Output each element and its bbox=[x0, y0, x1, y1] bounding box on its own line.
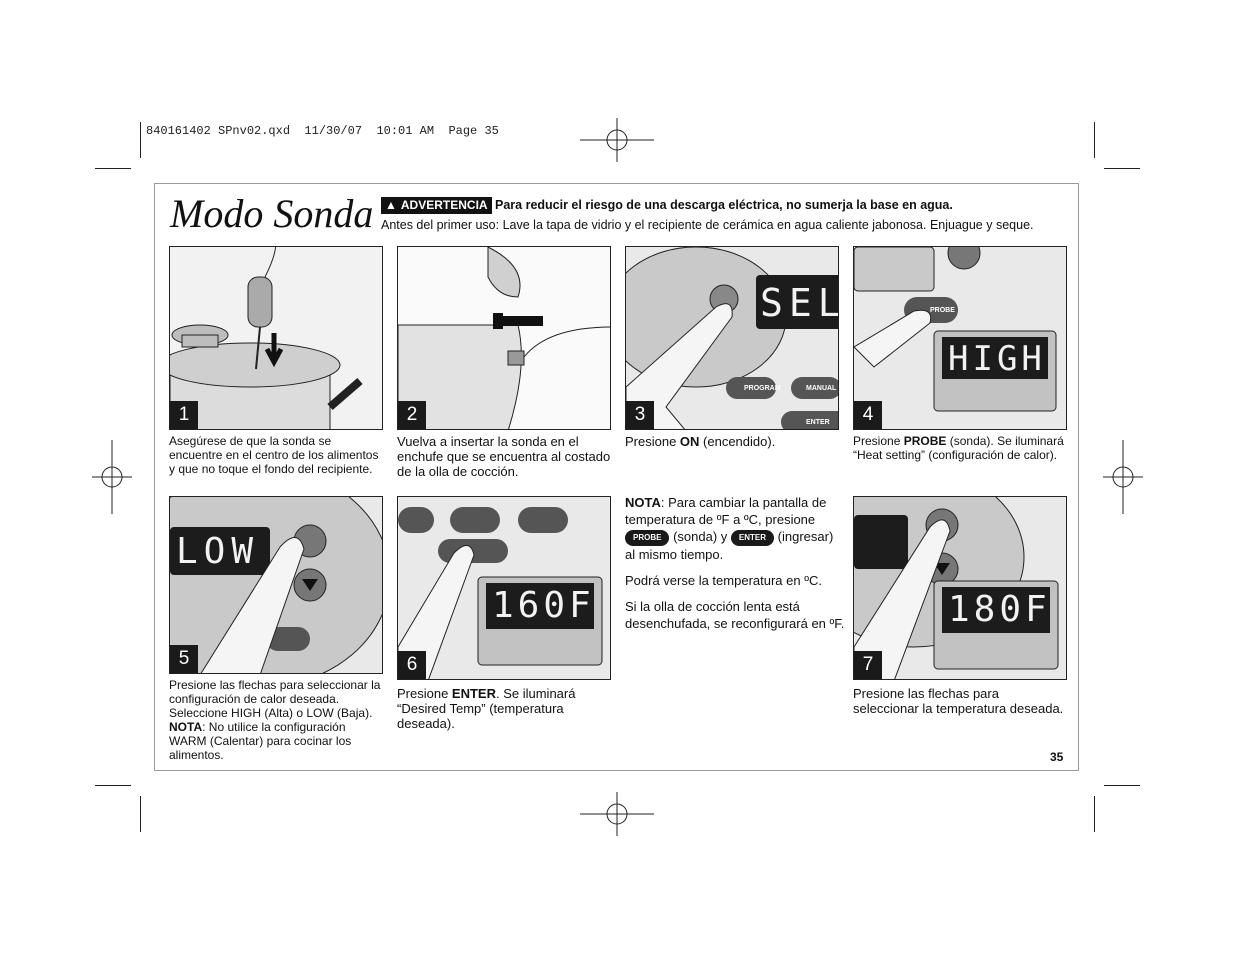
step-7-number: 7 bbox=[854, 651, 882, 679]
step-5-display: LOW bbox=[176, 531, 260, 572]
program-label: PROGRAM bbox=[744, 385, 781, 392]
step-4-number: 4 bbox=[854, 401, 882, 429]
step-6-caption: Presione ENTER. Se iluminará “Desired Te… bbox=[397, 686, 576, 731]
step-5-caption: Presione las flechas para seleccionar la… bbox=[169, 678, 381, 762]
step-4-caption: Presione PROBE (sonda). Se iluminará “He… bbox=[853, 434, 1064, 462]
intro-text: Antes del primer uso: Lave la tapa de vi… bbox=[381, 218, 1034, 232]
step-6-illustration: 160F 6 bbox=[397, 496, 611, 680]
step-3-illustration: SEL PROGRAM MANUAL ENTER 3 bbox=[625, 246, 839, 430]
note-block: NOTA: Para cambiar la pantalla de temper… bbox=[625, 494, 845, 632]
step-6-display: 160F bbox=[492, 585, 595, 626]
print-slug: 840161402 SPnv02.qxd 11/30/07 10:01 AM P… bbox=[146, 124, 499, 138]
warning-badge: ▲ ADVERTENCIA bbox=[381, 197, 492, 214]
step-1-illustration: 1 bbox=[169, 246, 383, 430]
probe-button-icon: PROBE bbox=[625, 529, 670, 546]
enter-label: ENTER bbox=[806, 419, 830, 426]
page-number: 35 bbox=[1050, 750, 1064, 764]
step-1-caption: Asegúrese de que la sonda se encuentre e… bbox=[169, 434, 379, 476]
note-para-2: Podrá verse la temperatura en ºC. bbox=[625, 572, 822, 588]
step-3-number: 3 bbox=[626, 401, 654, 429]
enter-button-icon: ENTER bbox=[730, 529, 775, 546]
step-2-number: 2 bbox=[398, 401, 426, 429]
step-2-caption: Vuelva a insertar la sonda en el enchufe… bbox=[397, 434, 611, 479]
note-para-3: Si la olla de cocción lenta está desench… bbox=[625, 598, 845, 631]
step-4-display: HIGH bbox=[948, 339, 1046, 379]
step-7-display: 180F bbox=[948, 589, 1051, 630]
step-5-number: 5 bbox=[170, 645, 198, 673]
step-6-number: 6 bbox=[398, 651, 426, 679]
warning-text: Para reducir el riesgo de una descarga e… bbox=[495, 198, 953, 212]
warning-badge-label: ADVERTENCIA bbox=[400, 198, 488, 212]
step-7-illustration: 180F 7 bbox=[853, 496, 1067, 680]
step-3-caption: Presione ON (encendido). bbox=[625, 434, 776, 449]
page-frame bbox=[154, 183, 1079, 771]
manual-label: MANUAL bbox=[806, 385, 837, 392]
note-para-1: NOTA: Para cambiar la pantalla de temper… bbox=[625, 495, 834, 562]
step-1-number: 1 bbox=[170, 401, 198, 429]
probe-label: PROBE bbox=[930, 307, 955, 314]
step-3-display: SEL bbox=[760, 281, 839, 325]
page-title: Modo Sonda bbox=[170, 191, 374, 236]
step-2-illustration: 2 bbox=[397, 246, 611, 430]
step-4-illustration: HIGH PROBE 4 bbox=[853, 246, 1067, 430]
step-5-illustration: LOW 5 bbox=[169, 496, 383, 674]
step-7-caption: Presione las flechas para seleccionar la… bbox=[853, 686, 1064, 716]
warning-icon: ▲ bbox=[385, 198, 397, 212]
